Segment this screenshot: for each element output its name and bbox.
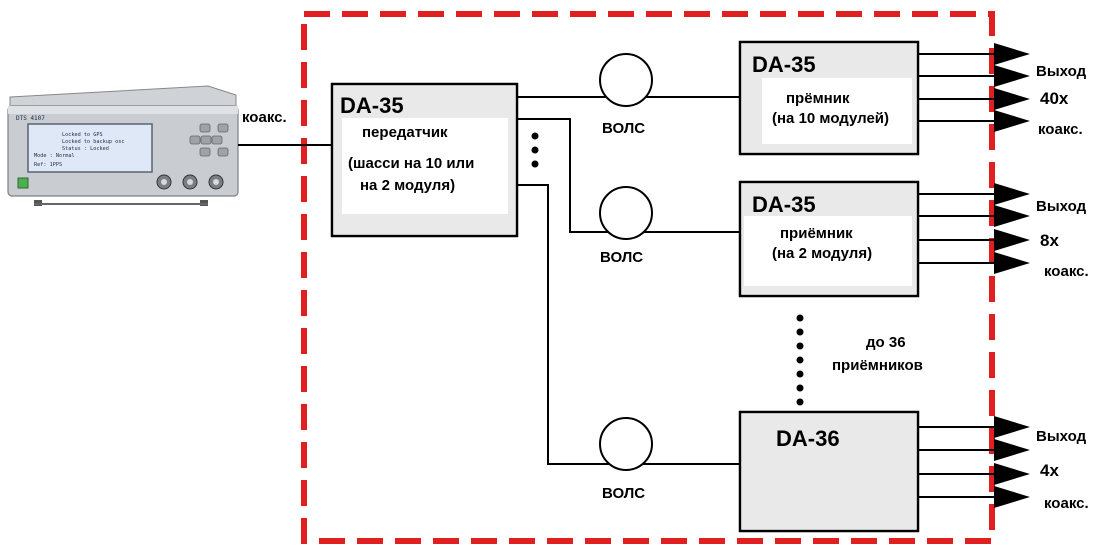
keypad [189, 123, 229, 157]
output-label-line3: коакс. [1044, 263, 1089, 280]
reference-device: DTS 4107 Locked to GPS Locked to backup … [7, 85, 239, 206]
receiver-box-3: DA-36 [738, 410, 920, 533]
output-arrowhead [994, 183, 1030, 205]
receiver-title: DA-35 [752, 192, 816, 217]
fiber-loop-icon [599, 53, 653, 107]
receiver-title: DA-36 [776, 426, 840, 451]
output-label-line1: Выход [1036, 198, 1087, 215]
receiver-role: приёмник [780, 225, 853, 242]
output-label-line2: 4х [1040, 461, 1059, 480]
output-label-line3: коакс. [1044, 495, 1089, 512]
output-arrowhead [994, 229, 1030, 251]
output-arrowhead [994, 65, 1030, 87]
output-label-line1: Выход [1036, 428, 1087, 445]
fiber-label: ВОЛС [600, 249, 643, 266]
lcd-line: Mode : Normal [34, 153, 75, 159]
lcd-line: Ref: 1PPS [34, 162, 62, 168]
receiver-title: DA-35 [752, 52, 816, 77]
more-receivers-line1: до 36 [866, 334, 906, 351]
output-arrows-3 [918, 416, 1030, 508]
receivers-more-dots [796, 314, 804, 406]
more-receivers-line2: приёмников [832, 357, 923, 374]
output-arrowhead [994, 252, 1030, 274]
output-label-line3: коакс. [1038, 121, 1083, 138]
output-arrowhead [994, 463, 1030, 485]
system-boundary [301, 11, 995, 544]
transmitter-box: DA-35 передатчик (шасси на 10 или на 2 м… [330, 82, 519, 238]
receiver-box-1: DA-35 прёмник (на 10 модулей) [738, 40, 920, 156]
output-label-line2: 8х [1040, 231, 1059, 250]
transmitter-role: передатчик [362, 124, 448, 141]
output-arrows-2 [918, 183, 1030, 274]
output-arrowhead [994, 205, 1030, 227]
coax-link-label: коакс. [242, 109, 287, 126]
output-arrowhead [994, 439, 1030, 461]
output-arrowhead [994, 486, 1030, 508]
receiver-note: (на 2 модуля) [772, 245, 872, 262]
fiber-loop-icon [599, 417, 653, 471]
lcd-screen [27, 123, 153, 173]
fiber-label: ВОЛС [602, 485, 645, 502]
transmitter-note-line1: (шасси на 10 или [348, 155, 474, 172]
lcd-line: Locked to backup osc [62, 139, 124, 145]
fiber-label: ВОЛС [602, 120, 645, 137]
receiver-box-2: DA-35 приёмник (на 2 модуля) [738, 180, 920, 298]
transmitter-note-line2: на 2 модуля) [360, 177, 455, 194]
fiber-line-2 [517, 118, 740, 233]
lcd-line: Status : Locked [62, 146, 109, 152]
receiver-role: прёмник [786, 90, 850, 107]
output-arrowhead [994, 416, 1030, 438]
transmitter-title: DA-35 [340, 93, 404, 118]
output-arrowhead [994, 43, 1030, 65]
output-arrowhead [994, 110, 1030, 132]
output-arrowhead [994, 88, 1030, 110]
transmitter-more-dots [531, 132, 539, 168]
output-label-line1: Выход [1036, 63, 1087, 80]
bnc-connectors [156, 174, 224, 190]
receiver-note: (на 10 модулей) [772, 110, 889, 127]
lcd-line: Locked to GPS [62, 132, 103, 138]
output-arrows-1 [918, 43, 1030, 132]
output-label-line2: 40х [1040, 89, 1069, 108]
fiber-loop-icon [599, 186, 653, 240]
device-brand: DTS 4107 [16, 115, 45, 122]
